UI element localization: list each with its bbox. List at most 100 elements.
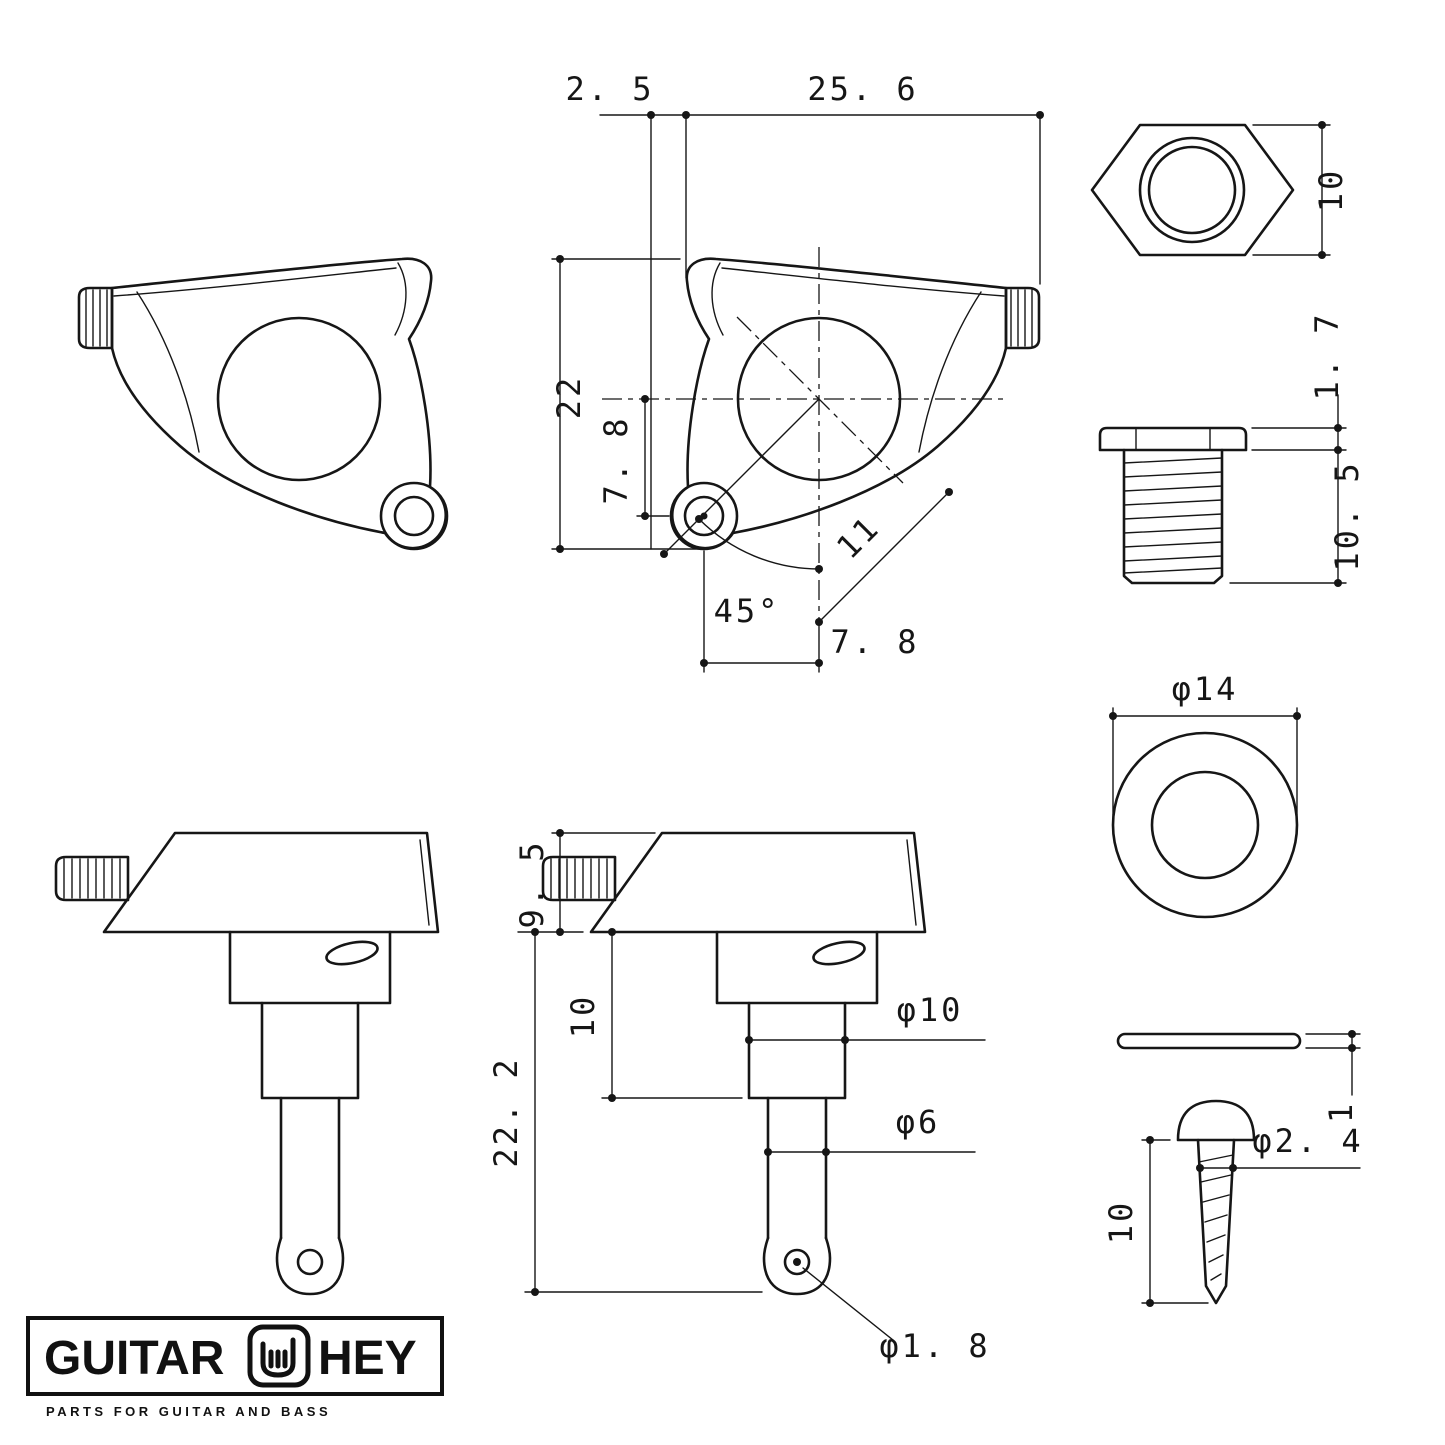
dimension-dot (1334, 579, 1342, 587)
dimension-dot (1229, 1164, 1237, 1172)
dimension-dot (1196, 1164, 1204, 1172)
tuner-side-view-mirrored (669, 257, 1041, 551)
dim-dia-1-8: φ1. 8 (879, 1327, 990, 1365)
dimension-dot (647, 111, 655, 119)
bushing-flange-facets (1135, 427, 1211, 451)
housing-top-inner-line (113, 267, 397, 297)
dimension-dot (531, 1288, 539, 1296)
forty-five-degree-arc (698, 518, 820, 570)
post-tip-ball (275, 1236, 345, 1296)
dimension-dot (1293, 712, 1301, 720)
logo: GUITAR HEY PARTS FOR GUITAR AND BASS (26, 1316, 444, 1419)
post-boss-inner-circle (393, 495, 435, 537)
dim-thread-10-5: 10. 5 (1328, 460, 1366, 571)
dim-length-25-6: 25. 6 (807, 70, 918, 108)
dimension-dot (1334, 446, 1342, 454)
washer-side-outline (1116, 1032, 1302, 1050)
dimension-dot (745, 1036, 753, 1044)
dim-screw-length-10: 10 (1102, 1200, 1140, 1245)
dimension-dot (822, 1148, 830, 1156)
gear-diagonal-centerline (736, 316, 904, 484)
dimension-dot (815, 618, 823, 626)
knurl-hatch-lines (63, 858, 121, 899)
bushing-dimension-lines (1229, 394, 1347, 584)
nut-dimension-lines (1252, 124, 1331, 256)
dimension-line-22 (551, 258, 701, 550)
washer-outer-circle (1111, 731, 1299, 919)
dim-height-22: 22 (550, 375, 588, 420)
washer-side-dimension-lines (1305, 1033, 1361, 1096)
gear-housing-block (228, 930, 392, 1005)
screw-side-view: 10 φ2. 4 (1102, 1099, 1361, 1307)
dimension-dot (1348, 1030, 1356, 1038)
worm-cap-oval (325, 940, 379, 966)
screw-thread-lines (1198, 1154, 1234, 1281)
dim-button-9-5: 9. 5 (513, 839, 551, 928)
string-post-knurl (77, 286, 114, 350)
logo-brand-right: HEY (318, 1332, 417, 1385)
washer-dimension-lines (1112, 707, 1298, 816)
dimension-dot (815, 565, 823, 573)
rock-hand-icon (247, 1324, 311, 1388)
front-view-dimensions: 9. 5 10 22. 2 φ10 φ6 φ1. 8 (487, 829, 990, 1365)
dimension-dot (841, 1036, 849, 1044)
string-post (279, 1096, 341, 1240)
dimension-dot (815, 659, 823, 667)
screw-dimension-lines (1141, 1139, 1361, 1304)
side-view-dimensions: 45° 2. 5 25. 6 22 7. 8 7. 8 11 (550, 70, 1044, 673)
logo-brand-left: GUITAR (44, 1332, 224, 1385)
button-outline (102, 831, 440, 934)
dim-dia-10: φ10 (897, 991, 964, 1029)
dim-post-offset-7-8: 7. 8 (830, 623, 919, 661)
washer-side-view: 1 (1116, 1030, 1361, 1123)
dimension-dot (1318, 121, 1326, 129)
dimension-dot (556, 255, 564, 263)
dim-washer-dia-14: φ14 (1172, 670, 1239, 708)
dimension-dot (556, 829, 564, 837)
dimension-dot (1146, 1299, 1154, 1307)
dimension-line-7-8v (636, 398, 670, 517)
screw-head-dome (1176, 1099, 1256, 1142)
dimension-dot (556, 928, 564, 936)
hex-nut-front-view: 10 (1090, 121, 1350, 259)
dimension-dot (1334, 424, 1342, 432)
bushing-thread-body (1122, 448, 1224, 585)
string-hole-center-dot (793, 1258, 801, 1266)
leader-line-dia1-8 (802, 1267, 894, 1341)
dimension-dot (660, 550, 668, 558)
washer-front-view: φ14 (1109, 670, 1301, 919)
bushing-flange (1098, 426, 1248, 452)
dimension-dot (695, 515, 703, 523)
knurl-hatch-lines (85, 289, 108, 347)
dimension-dot (1348, 1044, 1356, 1052)
dimension-dot (945, 488, 953, 496)
rock-hand-glyph (260, 1337, 296, 1378)
dim-offset-2-5: 2. 5 (565, 70, 654, 108)
nut-thread-circle (1147, 145, 1237, 235)
logo-border (26, 1316, 444, 1396)
dimension-dot (1146, 1136, 1154, 1144)
dimension-dot (608, 1094, 616, 1102)
forty-five-degree-ray (663, 398, 820, 555)
dimension-dot (531, 928, 539, 936)
housing-front-edge-curve (136, 291, 200, 453)
tuner-side-view (77, 257, 449, 551)
dimension-dot (1318, 251, 1326, 259)
dim-post-drop-7-8: 7. 8 (597, 415, 635, 504)
dimension-line-10 (601, 931, 743, 1099)
button-tip-inner-curve (394, 262, 407, 336)
washer-inner-circle (1150, 770, 1260, 880)
logo-tagline: PARTS FOR GUITAR AND BASS (46, 1404, 331, 1419)
housing-outline (110, 257, 448, 550)
dim-thickness-1: 1 (1322, 1101, 1360, 1123)
dim-diagonal-11: 11 (829, 508, 887, 566)
nut-outer-circle (1138, 136, 1246, 244)
dim-overall-22-2: 22. 2 (487, 1056, 525, 1167)
dimension-dot (641, 512, 649, 520)
bushing-thread-lines (1123, 457, 1223, 574)
dimension-line-11 (818, 491, 950, 623)
hex-nut-outline (1090, 123, 1295, 257)
dimension-dot (556, 545, 564, 553)
post-boss-outer-circle (379, 481, 449, 551)
